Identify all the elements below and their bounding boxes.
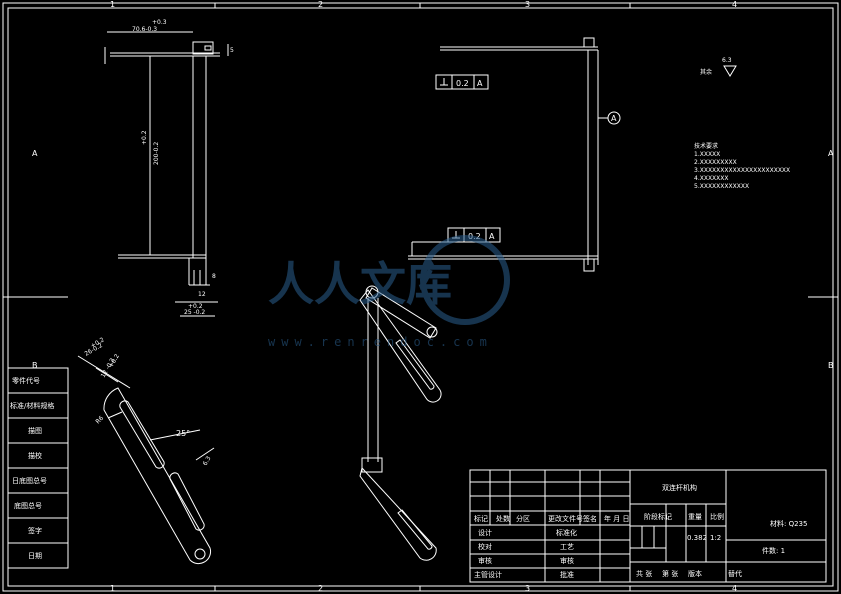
watermark-url: www.renrendoc.com [268, 335, 493, 349]
dim-bot-25: 25 -0.2 [184, 309, 205, 316]
note-5: 5.XXXXXXXXXXXX [694, 183, 749, 190]
dim-top-tol: +0.3 [152, 19, 167, 26]
side-panel-row-1: 零件代号 [12, 376, 40, 385]
dim-bot-8: 8 [212, 273, 216, 280]
title-stage-label: 阶段标记 [644, 512, 672, 521]
side-panel: 零件代号 标准/材料规格 描图 描校 日底图总号 底图总号 签字 日期 [7, 367, 69, 569]
title-weight-label: 重量 [688, 513, 702, 521]
watermark-text: 人人文库 [268, 257, 452, 311]
title-version: 版本 [688, 569, 702, 578]
detail-dim-r6: R6 [94, 415, 105, 426]
notes-title: 技术要求 [694, 142, 718, 150]
detail-dim-angle: 25° [176, 429, 190, 438]
top-view [104, 31, 229, 317]
side-panel-row-8: 日期 [28, 552, 42, 560]
title-header-change-doc: 更改文件号 [548, 514, 583, 523]
watermark-ring-icon [420, 235, 510, 325]
title-scale-label: 比例 [710, 512, 724, 521]
col-label-1-bottom: 1 [110, 584, 115, 593]
title-header-mark: 标记 [474, 514, 488, 523]
top-view-dimensions: +0.3 70.6-0.3 5 +0.2 200-0.2 12 25 -0.2 … [132, 19, 234, 316]
title-role-check: 校对 [478, 542, 492, 551]
border-labels: 1 2 3 4 1 2 3 4 A B A B [32, 0, 834, 593]
roughness-symbol: 其余 6.3 [700, 57, 737, 77]
row-label-a-left: A [32, 149, 38, 158]
title-col2-standard: 标准化 [556, 528, 577, 537]
note-1: 1.XXXXX [694, 151, 720, 158]
title-col2-process: 工艺 [560, 543, 574, 551]
row-label-b-right: B [828, 361, 834, 370]
side-view [408, 37, 621, 272]
side-panel-row-3: 描图 [28, 426, 42, 435]
side-panel-row-2: 标准/材料规格 [10, 401, 54, 410]
assembly-view [359, 285, 442, 561]
note-2: 2.XXXXXXXXX [694, 159, 737, 166]
technical-notes: 技术要求 1.XXXXX 2.XXXXXXXXX 3.XXXXXXXXXXXXX… [694, 142, 790, 190]
tol-1-value: 0.2 [456, 79, 469, 88]
title-role-design: 设计 [478, 528, 492, 537]
roughness-value: 6.3 [722, 57, 732, 64]
title-header-sign: 签名 [583, 514, 597, 523]
title-role-lead: 主管设计 [474, 570, 502, 579]
note-4: 4.XXXXXXX [694, 175, 729, 182]
title-scale: 1:2 [710, 534, 721, 542]
title-role-review: 审核 [478, 556, 492, 565]
datum-label: A [611, 114, 617, 123]
dim-top-width: 70.6-0.3 [132, 26, 157, 33]
col-label-3: 3 [525, 0, 530, 9]
title-header-count: 处数 [496, 514, 510, 523]
detail-view-dimensions: +0.2 26-0.2 +0.2 12 -0.2 R6 25° 6.3 [84, 336, 213, 467]
dim-long-length: 200-0.2 [153, 142, 160, 165]
row-label-a-right: A [828, 149, 834, 158]
dim-long-tol: +0.2 [141, 130, 148, 145]
title-header-zone: 分区 [516, 514, 530, 523]
watermark: 人人文库 www.renrendoc.com [268, 235, 510, 349]
title-sheets: 共 张 [636, 569, 652, 578]
title-sheet: 第 张 [662, 569, 678, 578]
tolerance-frame-1 [435, 74, 489, 90]
title-col2-approve: 批准 [560, 570, 574, 579]
note-3: 3.XXXXXXXXXXXXXXXXXXXXXX [694, 167, 790, 174]
side-panel-row-7: 签字 [28, 526, 42, 535]
title-col2-review: 审核 [560, 556, 574, 565]
col-label-4-bottom: 4 [732, 584, 737, 593]
detail-dim-roughness: 6.3 [202, 455, 213, 467]
side-view-annotations: 0.2 A 0.2 A A [456, 79, 617, 241]
title-part-name: 双连杆机构 [662, 483, 697, 492]
title-material: 材料: Q235 [770, 519, 807, 528]
title-quantity: 件数: 1 [762, 546, 785, 555]
tol-1-ref: A [477, 79, 483, 88]
title-weight: 0.382 [687, 534, 707, 542]
tol-2-ref: A [489, 232, 495, 241]
roughness-label: 其余 [700, 68, 712, 76]
dim-bot-tol: +0.2 [188, 303, 203, 310]
col-label-3-bottom: 3 [525, 584, 530, 593]
title-header-date: 年 月 日 [604, 514, 629, 523]
col-label-1: 1 [110, 0, 115, 9]
side-panel-row-6: 底图总号 [14, 501, 42, 510]
col-label-2-bottom: 2 [318, 584, 323, 593]
title-block: 双连杆机构 材料: Q235 件数: 1 标记 处数 分区 更改文件号 签名 年… [469, 469, 827, 583]
title-replace: 替代 [728, 569, 742, 578]
tolerance-frame-2 [447, 227, 501, 243]
side-panel-row-5: 日底图总号 [12, 476, 47, 485]
row-label-b-left: B [32, 361, 38, 370]
col-label-4: 4 [732, 0, 737, 9]
dim-bot-12: 12 [198, 291, 206, 298]
col-label-2: 2 [318, 0, 323, 9]
detail-view [77, 355, 215, 565]
datum-circle [607, 111, 621, 125]
dim-top-height: 5 [230, 47, 234, 54]
side-panel-row-4: 描校 [28, 451, 42, 460]
